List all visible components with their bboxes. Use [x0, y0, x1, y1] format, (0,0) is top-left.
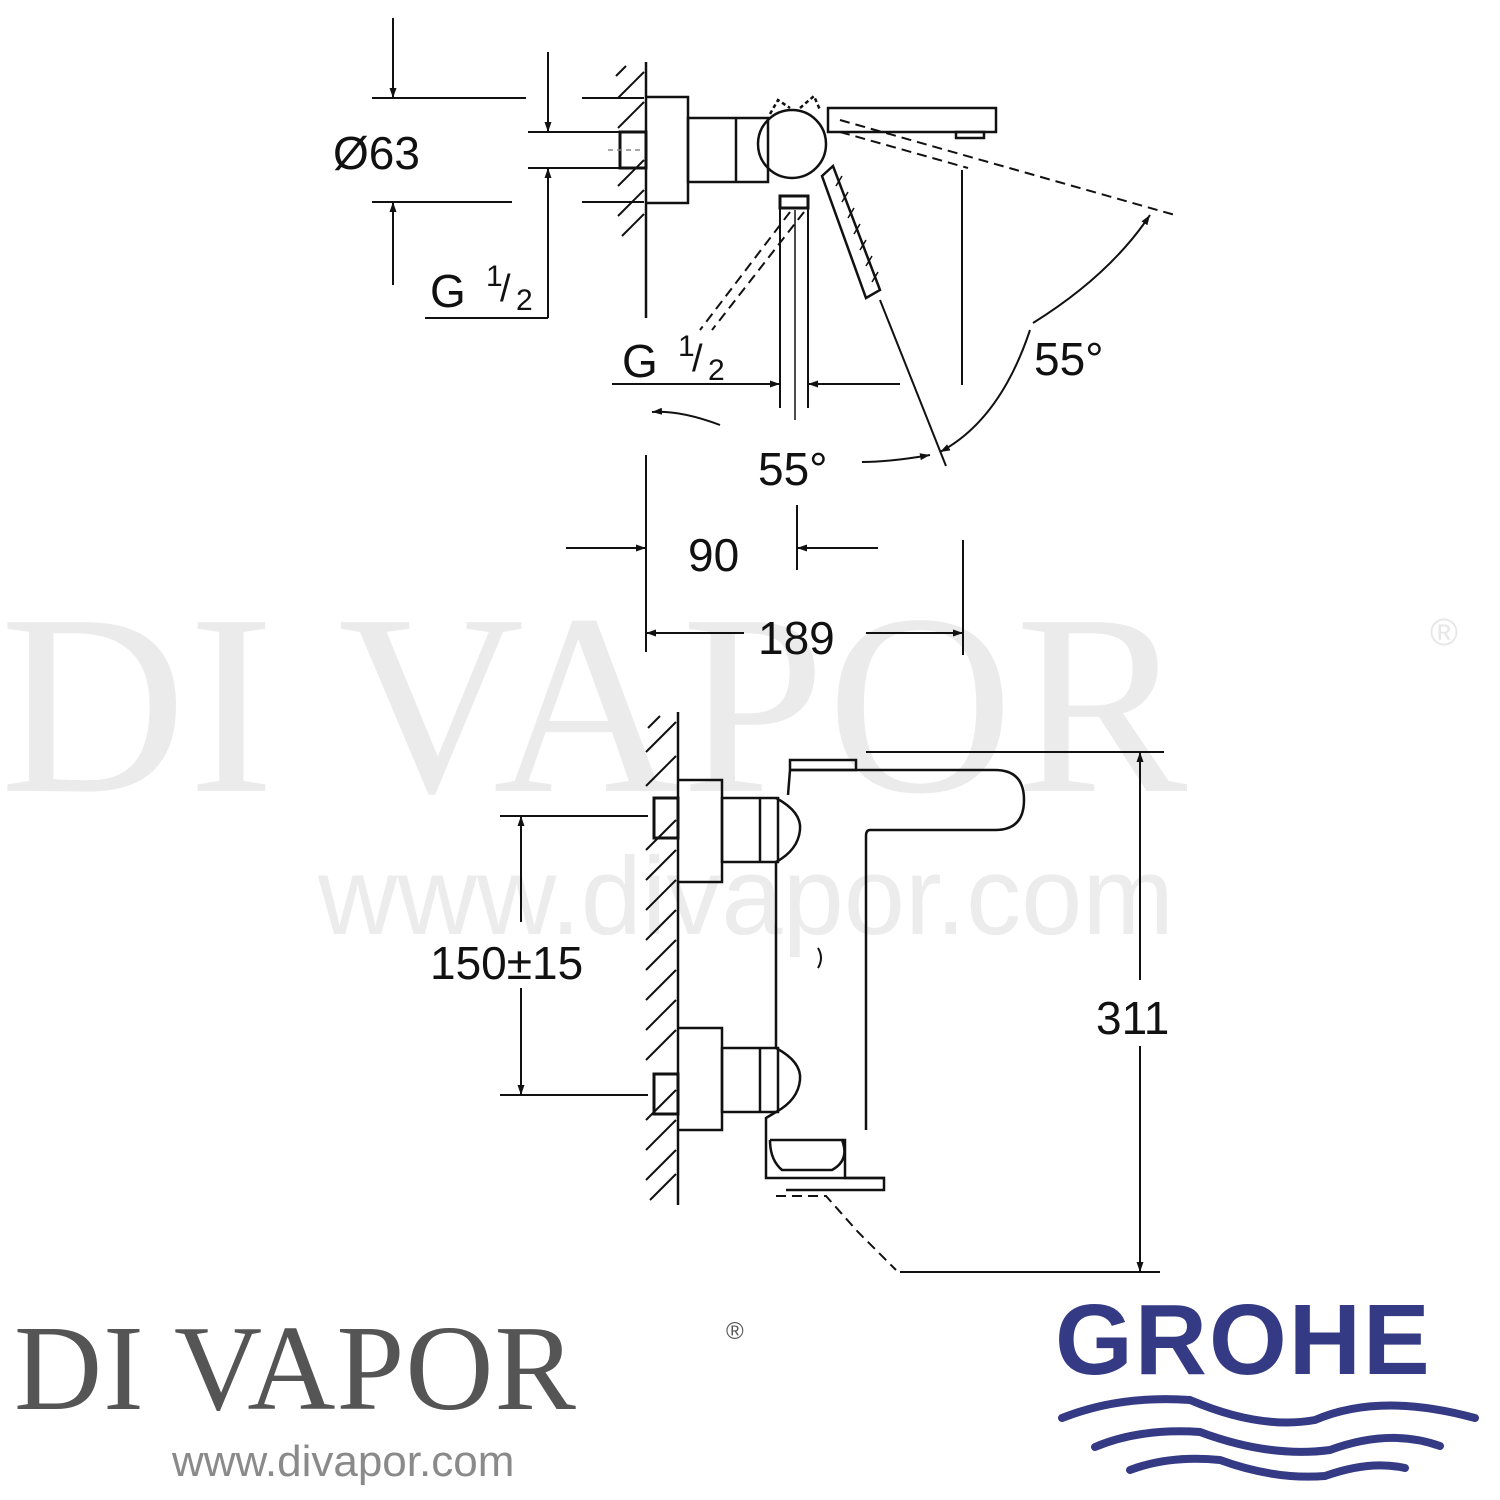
top-view	[372, 18, 1176, 655]
divapor-logo-text: DI VAPOR	[14, 1301, 577, 1436]
depth-to-centre-label: 90	[688, 529, 740, 581]
fraction-slash: /	[692, 338, 703, 380]
fraction-slash: /	[500, 268, 511, 310]
divapor-registered-mark: ®	[726, 1318, 744, 1345]
lever-angle-bottom-label: 55°	[758, 443, 828, 495]
lever-angle-right-label: 55°	[1034, 333, 1104, 385]
total-projection-label: 189	[758, 612, 835, 664]
waves-icon	[1058, 1395, 1479, 1481]
watermark-brand: DI VAPOR	[0, 561, 1190, 847]
inlet-centres-label: 150±15	[430, 937, 584, 989]
side-view	[500, 712, 1164, 1273]
thread-base: G	[430, 265, 466, 317]
thread-numerator: 1	[486, 260, 503, 293]
watermark-url: www.divapor.com	[318, 835, 1174, 958]
thread-denominator: 2	[708, 354, 725, 387]
watermark-registered-mark: ®	[1430, 612, 1458, 654]
thread-denominator: 2	[516, 284, 533, 317]
diameter-label: Ø63	[333, 127, 420, 179]
divapor-url: www.divapor.com	[172, 1437, 515, 1486]
grohe-logo-text: GROHE	[1055, 1284, 1432, 1396]
total-height-label: 311	[1096, 992, 1170, 1044]
wall-hatching-side	[645, 715, 677, 1201]
thread-base: G	[622, 335, 658, 387]
wall-hatching-top	[615, 65, 645, 237]
thread-numerator: 1	[678, 330, 695, 363]
